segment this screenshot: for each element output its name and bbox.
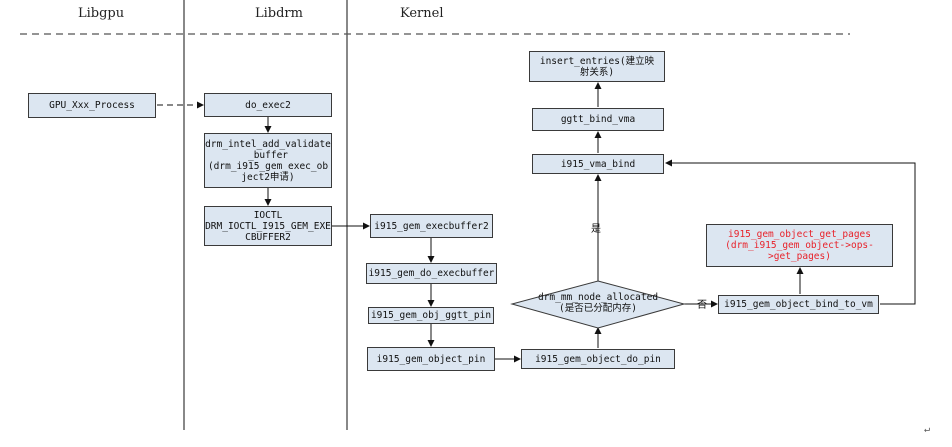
edge-bindvm-to-vmabind bbox=[665, 159, 916, 305]
node-i915-gem-object-pin: i915_gem_object_pin bbox=[367, 347, 495, 371]
node-do-exec2: do_exec2 bbox=[204, 93, 332, 117]
node-i915-gem-object-bind-to-vm: i915_gem_object_bind_to_vm bbox=[718, 295, 879, 314]
node-i915-vma-bind: i915_vma_bind bbox=[532, 154, 664, 174]
node-insert-entries: insert_entries(建立映 射关系) bbox=[529, 51, 665, 82]
node-i915-gem-obj-ggtt-pin: i915_gem_obj_ggtt_pin bbox=[368, 307, 494, 324]
node-gpu-process: GPU_Xxx_Process bbox=[28, 93, 156, 118]
paragraph-mark: ↵ bbox=[924, 424, 931, 435]
node-i915-gem-execbuffer2: i915_gem_execbuffer2 bbox=[370, 214, 493, 238]
node-ioctl-execbuffer2: IOCTL DRM_IOCTL_I915_GEM_EXE CBUFFER2 bbox=[204, 206, 332, 246]
node-i915-gem-object-get-pages: i915_gem_object_get_pages (drm_i915_gem_… bbox=[706, 224, 893, 267]
node-i915-gem-object-do-pin: i915_gem_object_do_pin bbox=[521, 349, 675, 369]
lane-title-kernel: Kernel bbox=[400, 6, 444, 21]
edge-label-no: 否 bbox=[697, 300, 707, 311]
lane-title-libgpu: Libgpu bbox=[78, 6, 125, 21]
edge-label-yes: 是 bbox=[591, 224, 601, 235]
node-i915-gem-do-execbuffer: i915_gem_do_execbuffer bbox=[366, 263, 497, 284]
decision-drm-mm-node-allocated: drm_mm_node_allocated (是否已分配内存) bbox=[537, 292, 659, 314]
decision-diamond bbox=[510, 280, 686, 329]
node-drm-intel-add-validate-buffer: drm_intel_add_validate _buffer (drm_i915… bbox=[204, 133, 332, 188]
node-ggtt-bind-vma: ggtt_bind_vma bbox=[532, 108, 664, 131]
lane-title-libdrm: Libdrm bbox=[255, 6, 303, 21]
